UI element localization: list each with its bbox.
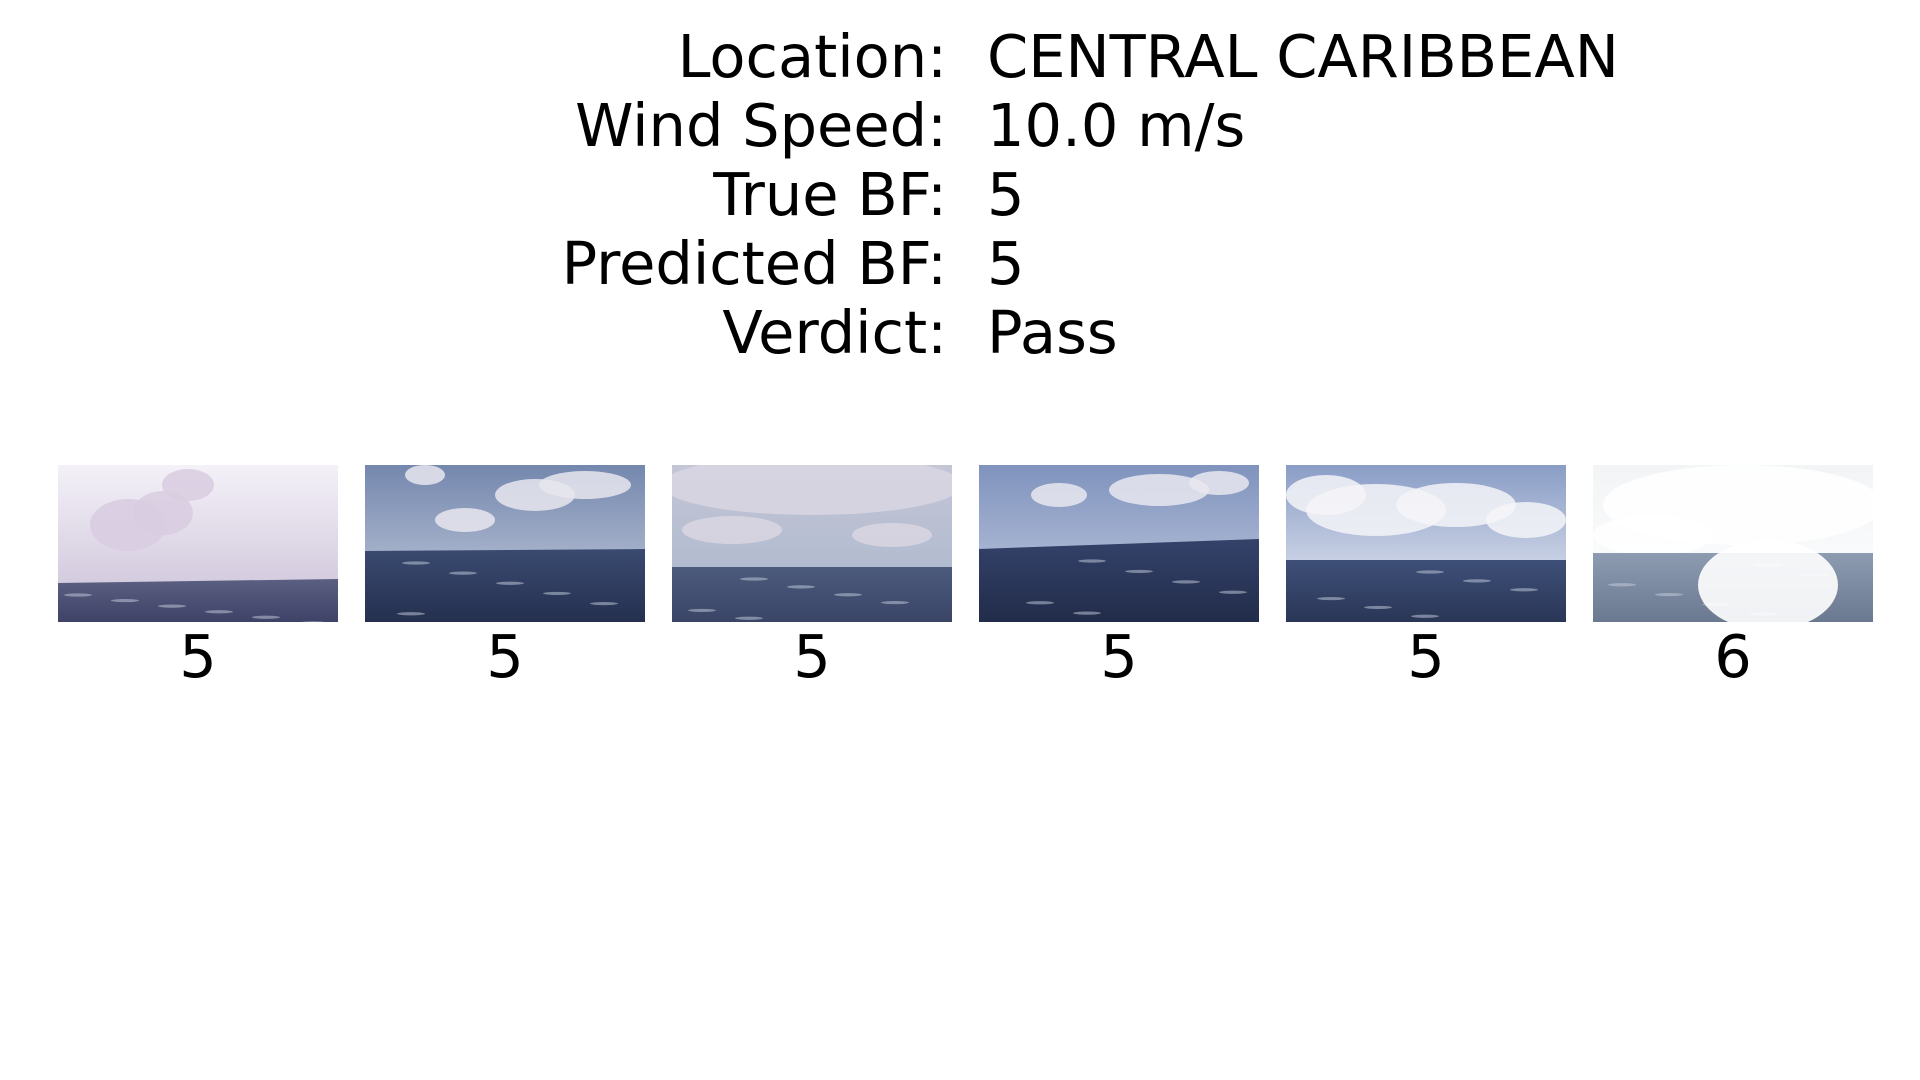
thumbnail-strip: 5 5 5 5 5 6 xyxy=(58,465,1878,695)
true-bf-value: 5 xyxy=(987,160,1025,229)
ocean-photo-image xyxy=(365,465,645,622)
info-row-location: Location: CENTRAL CARIBBEAN xyxy=(0,22,1920,91)
thumbnail-bf-label: 5 xyxy=(486,622,524,691)
thumbnail-bf-label: 5 xyxy=(1407,622,1445,691)
thumbnail-4: 5 xyxy=(979,465,1259,692)
wind-speed-label: Wind Speed: xyxy=(575,91,947,160)
location-value: CENTRAL CARIBBEAN xyxy=(987,22,1619,91)
predicted-bf-label: Predicted BF: xyxy=(561,229,947,298)
info-row-predicted-bf: Predicted BF: 5 xyxy=(0,229,1920,298)
ocean-photo-image xyxy=(979,465,1259,622)
info-row-wind-speed: Wind Speed: 10.0 m/s xyxy=(0,91,1920,160)
thumbnail-3: 5 xyxy=(672,465,952,692)
predicted-bf-value: 5 xyxy=(987,229,1025,298)
info-table: Location: CENTRAL CARIBBEAN Wind Speed: … xyxy=(0,22,1920,367)
location-label: Location: xyxy=(677,22,947,91)
ocean-photo xyxy=(979,465,1259,622)
ocean-photo xyxy=(365,465,645,622)
ocean-photo-image xyxy=(1286,465,1566,622)
thumbnail-bf-label: 6 xyxy=(1714,622,1752,691)
thumbnail-2: 5 xyxy=(365,465,645,692)
true-bf-label: True BF: xyxy=(713,160,947,229)
ocean-photo xyxy=(1286,465,1566,622)
thumbnail-5: 5 xyxy=(1286,465,1566,692)
ocean-photo xyxy=(58,465,338,622)
ocean-photo xyxy=(1593,465,1873,622)
thumbnail-bf-label: 5 xyxy=(1100,622,1138,691)
thumbnail-bf-label: 5 xyxy=(179,622,217,691)
thumbnail-1: 5 xyxy=(58,465,338,692)
thumbnail-6: 6 xyxy=(1593,465,1873,692)
ocean-photo-image xyxy=(58,465,338,622)
verdict-value: Pass xyxy=(987,298,1118,367)
ocean-photo xyxy=(672,465,952,622)
ocean-photo-image xyxy=(1593,465,1873,622)
info-row-verdict: Verdict: Pass xyxy=(0,298,1920,367)
wind-speed-value: 10.0 m/s xyxy=(987,91,1246,160)
ocean-photo-image xyxy=(672,465,952,622)
info-row-true-bf: True BF: 5 xyxy=(0,160,1920,229)
verdict-label: Verdict: xyxy=(722,298,947,367)
thumbnail-bf-label: 5 xyxy=(793,622,831,691)
